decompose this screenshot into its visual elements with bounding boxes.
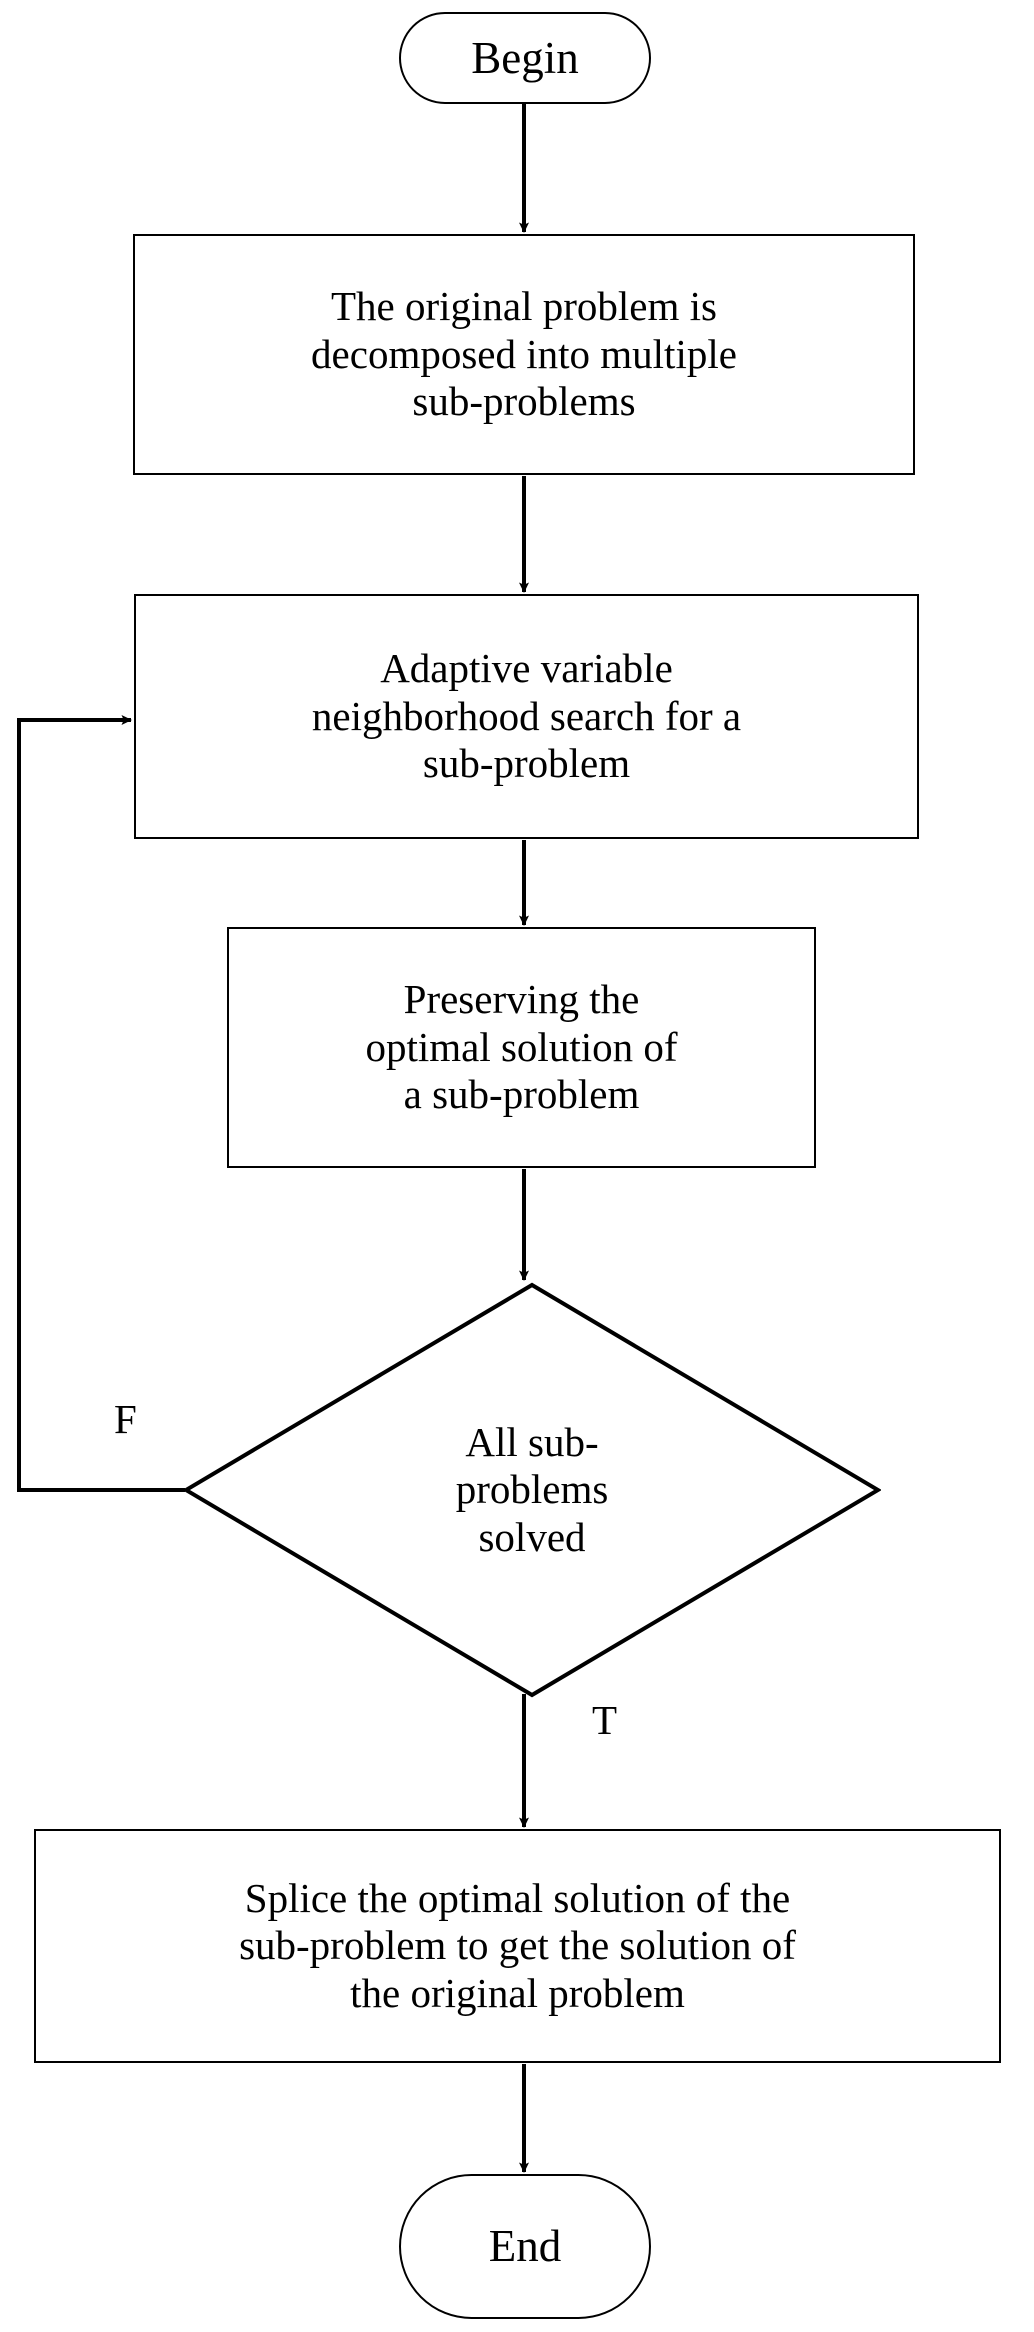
node-decompose-problem-label: The original problem is decomposed into …	[311, 283, 737, 425]
node-adaptive-variable-neighborhood-search-label: Adaptive variable neighborhood search fo…	[311, 645, 742, 787]
node-preserve-optimal-solution[interactable]: Preserving the optimal solution of a sub…	[227, 927, 816, 1168]
node-end-label: End	[488, 2221, 562, 2272]
branch-label-false: F	[114, 1396, 137, 1442]
node-decision-all-subproblems-solved[interactable]: All sub- problems solved	[183, 1282, 881, 1698]
node-end[interactable]: End	[399, 2174, 651, 2319]
node-preserve-optimal-solution-label: Preserving the optimal solution of a sub…	[365, 976, 678, 1118]
node-splice-optimal-solution[interactable]: Splice the optimal solution of the sub-p…	[34, 1829, 1001, 2063]
node-decompose-problem[interactable]: The original problem is decomposed into …	[133, 234, 915, 475]
node-splice-optimal-solution-label: Splice the optimal solution of the sub-p…	[239, 1874, 796, 2016]
node-adaptive-variable-neighborhood-search[interactable]: Adaptive variable neighborhood search fo…	[134, 594, 919, 839]
decision-diamond-shape	[183, 1282, 881, 1698]
node-begin-label: Begin	[471, 32, 579, 83]
node-decision-all-subproblems-solved-label: All sub- problems solved	[455, 1418, 609, 1560]
node-begin[interactable]: Begin	[399, 12, 651, 104]
branch-label-true: T	[592, 1697, 618, 1743]
